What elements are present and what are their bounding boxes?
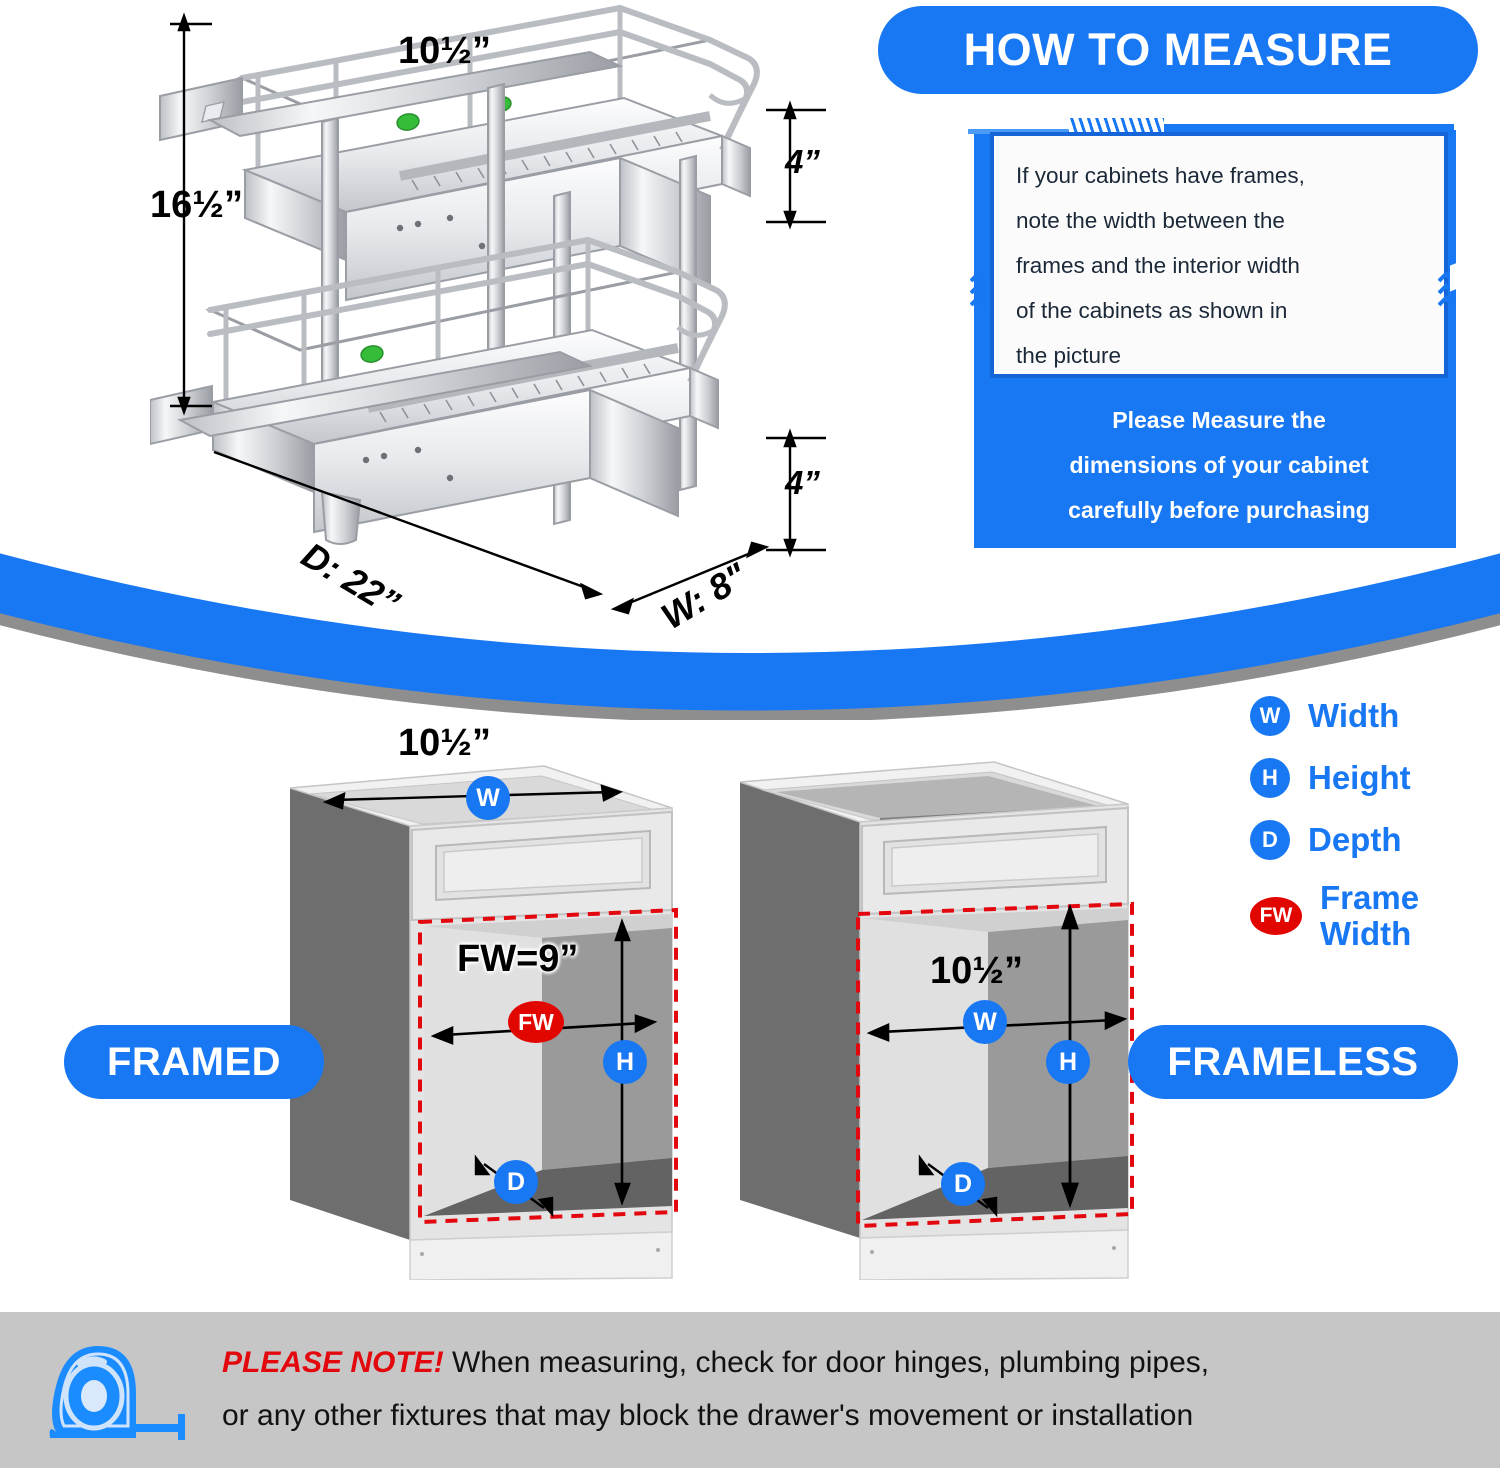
- framed-width-badge: W: [466, 776, 510, 820]
- info-panel-top-rule: [1164, 124, 1454, 135]
- info-card-line-5: the picture: [1016, 343, 1122, 368]
- top-section: 16½” 4” 4” D: 22” W: 8" HOW TO MEASURE I…: [0, 0, 1500, 640]
- framed-cabinet-diagram: [289, 765, 678, 1280]
- legend-item-height: H Height: [1250, 756, 1500, 800]
- legend-label-frame-width-line2: Width: [1320, 915, 1412, 952]
- legend-label-height: Height: [1308, 759, 1411, 796]
- frame-width-callout: FW=9”: [457, 938, 579, 980]
- legend-label-frame-width: Frame Width: [1320, 880, 1419, 952]
- info-card-line-4: of the cabinets as shown in: [1016, 298, 1288, 323]
- frame-width-badge-icon: FW: [1250, 897, 1302, 935]
- page-title-banner: HOW TO MEASURE: [878, 6, 1478, 94]
- footer-note-line-1: When measuring, check for door hinges, p…: [443, 1346, 1210, 1379]
- info-card-line-1: If your cabinets have frames,: [1016, 163, 1305, 188]
- legend-item-width: W Width: [1250, 694, 1500, 738]
- frameless-width-badge: W: [963, 1000, 1007, 1044]
- measurement-legend: W Width H Height D Depth FW Frame Width: [1250, 694, 1500, 970]
- section-divider-swoosh: [0, 553, 1500, 720]
- tape-measure-icon: [49, 1346, 185, 1440]
- page-title: HOW TO MEASURE: [963, 24, 1393, 75]
- info-card-text: If your cabinets have frames, note the w…: [994, 136, 1444, 378]
- info-panel-emphasis-text: Please Measure the dimensions of your ca…: [990, 398, 1448, 533]
- info-panel-left-rule: [968, 129, 1068, 134]
- emphasis-line-1: Please Measure the: [1112, 407, 1326, 433]
- emphasis-line-3: carefully before purchasing: [1068, 497, 1370, 523]
- info-card-line-3: frames and the interior width: [1016, 253, 1300, 278]
- footer-note-text: PLEASE NOTE! When measuring, check for d…: [222, 1336, 1482, 1442]
- legend-label-width: Width: [1308, 697, 1400, 734]
- legend-label-depth: Depth: [1308, 821, 1402, 858]
- info-card-line-2: note the width between the: [1016, 208, 1285, 233]
- frameless-depth-badge: D: [941, 1162, 985, 1206]
- product-height-label: 16½”: [150, 184, 243, 226]
- legend-item-frame-width: FW Frame Width: [1250, 880, 1500, 952]
- framed-top-width-label: 10½”: [398, 30, 491, 72]
- info-panel-notch-decoration: [1450, 258, 1468, 292]
- info-panel: If your cabinets have frames, note the w…: [968, 112, 1468, 552]
- framed-height-badge: H: [603, 1040, 647, 1084]
- width-badge-icon: W: [1250, 696, 1290, 736]
- emphasis-line-2: dimensions of your cabinet: [1069, 452, 1369, 478]
- frameless-cabinet-diagram: [739, 761, 1134, 1280]
- height-badge-icon: H: [1250, 758, 1290, 798]
- chevron-decoration-left: [970, 272, 986, 307]
- footer-note-bar: PLEASE NOTE! When measuring, check for d…: [0, 1312, 1500, 1468]
- product-illustration: [150, 5, 826, 615]
- footer-note-line-2: or any other fixtures that may block the…: [222, 1399, 1194, 1432]
- legend-label-frame-width-line1: Frame: [1320, 879, 1420, 916]
- framed-depth-badge: D: [494, 1160, 538, 1204]
- depth-badge-icon: D: [1250, 820, 1290, 860]
- framed-width-callout: 10½”: [398, 722, 491, 764]
- legend-item-depth: D Depth: [1250, 818, 1500, 862]
- frameless-label: FRAMELESS: [1167, 1039, 1419, 1084]
- frameless-interior-width-callout: 10½”: [930, 950, 1023, 992]
- framed-frame-width-badge: FW: [508, 1001, 564, 1043]
- product-tier2-height-label: 4”: [785, 464, 820, 501]
- info-card: If your cabinets have frames, note the w…: [990, 132, 1448, 378]
- product-tier1-height-label: 4”: [785, 143, 820, 180]
- frameless-label-pill: FRAMELESS: [1128, 1025, 1458, 1099]
- frameless-height-badge: H: [1046, 1040, 1090, 1084]
- framed-label-pill: FRAMED: [64, 1025, 324, 1099]
- please-note-label: PLEASE NOTE!: [222, 1346, 444, 1379]
- framed-label: FRAMED: [106, 1039, 282, 1084]
